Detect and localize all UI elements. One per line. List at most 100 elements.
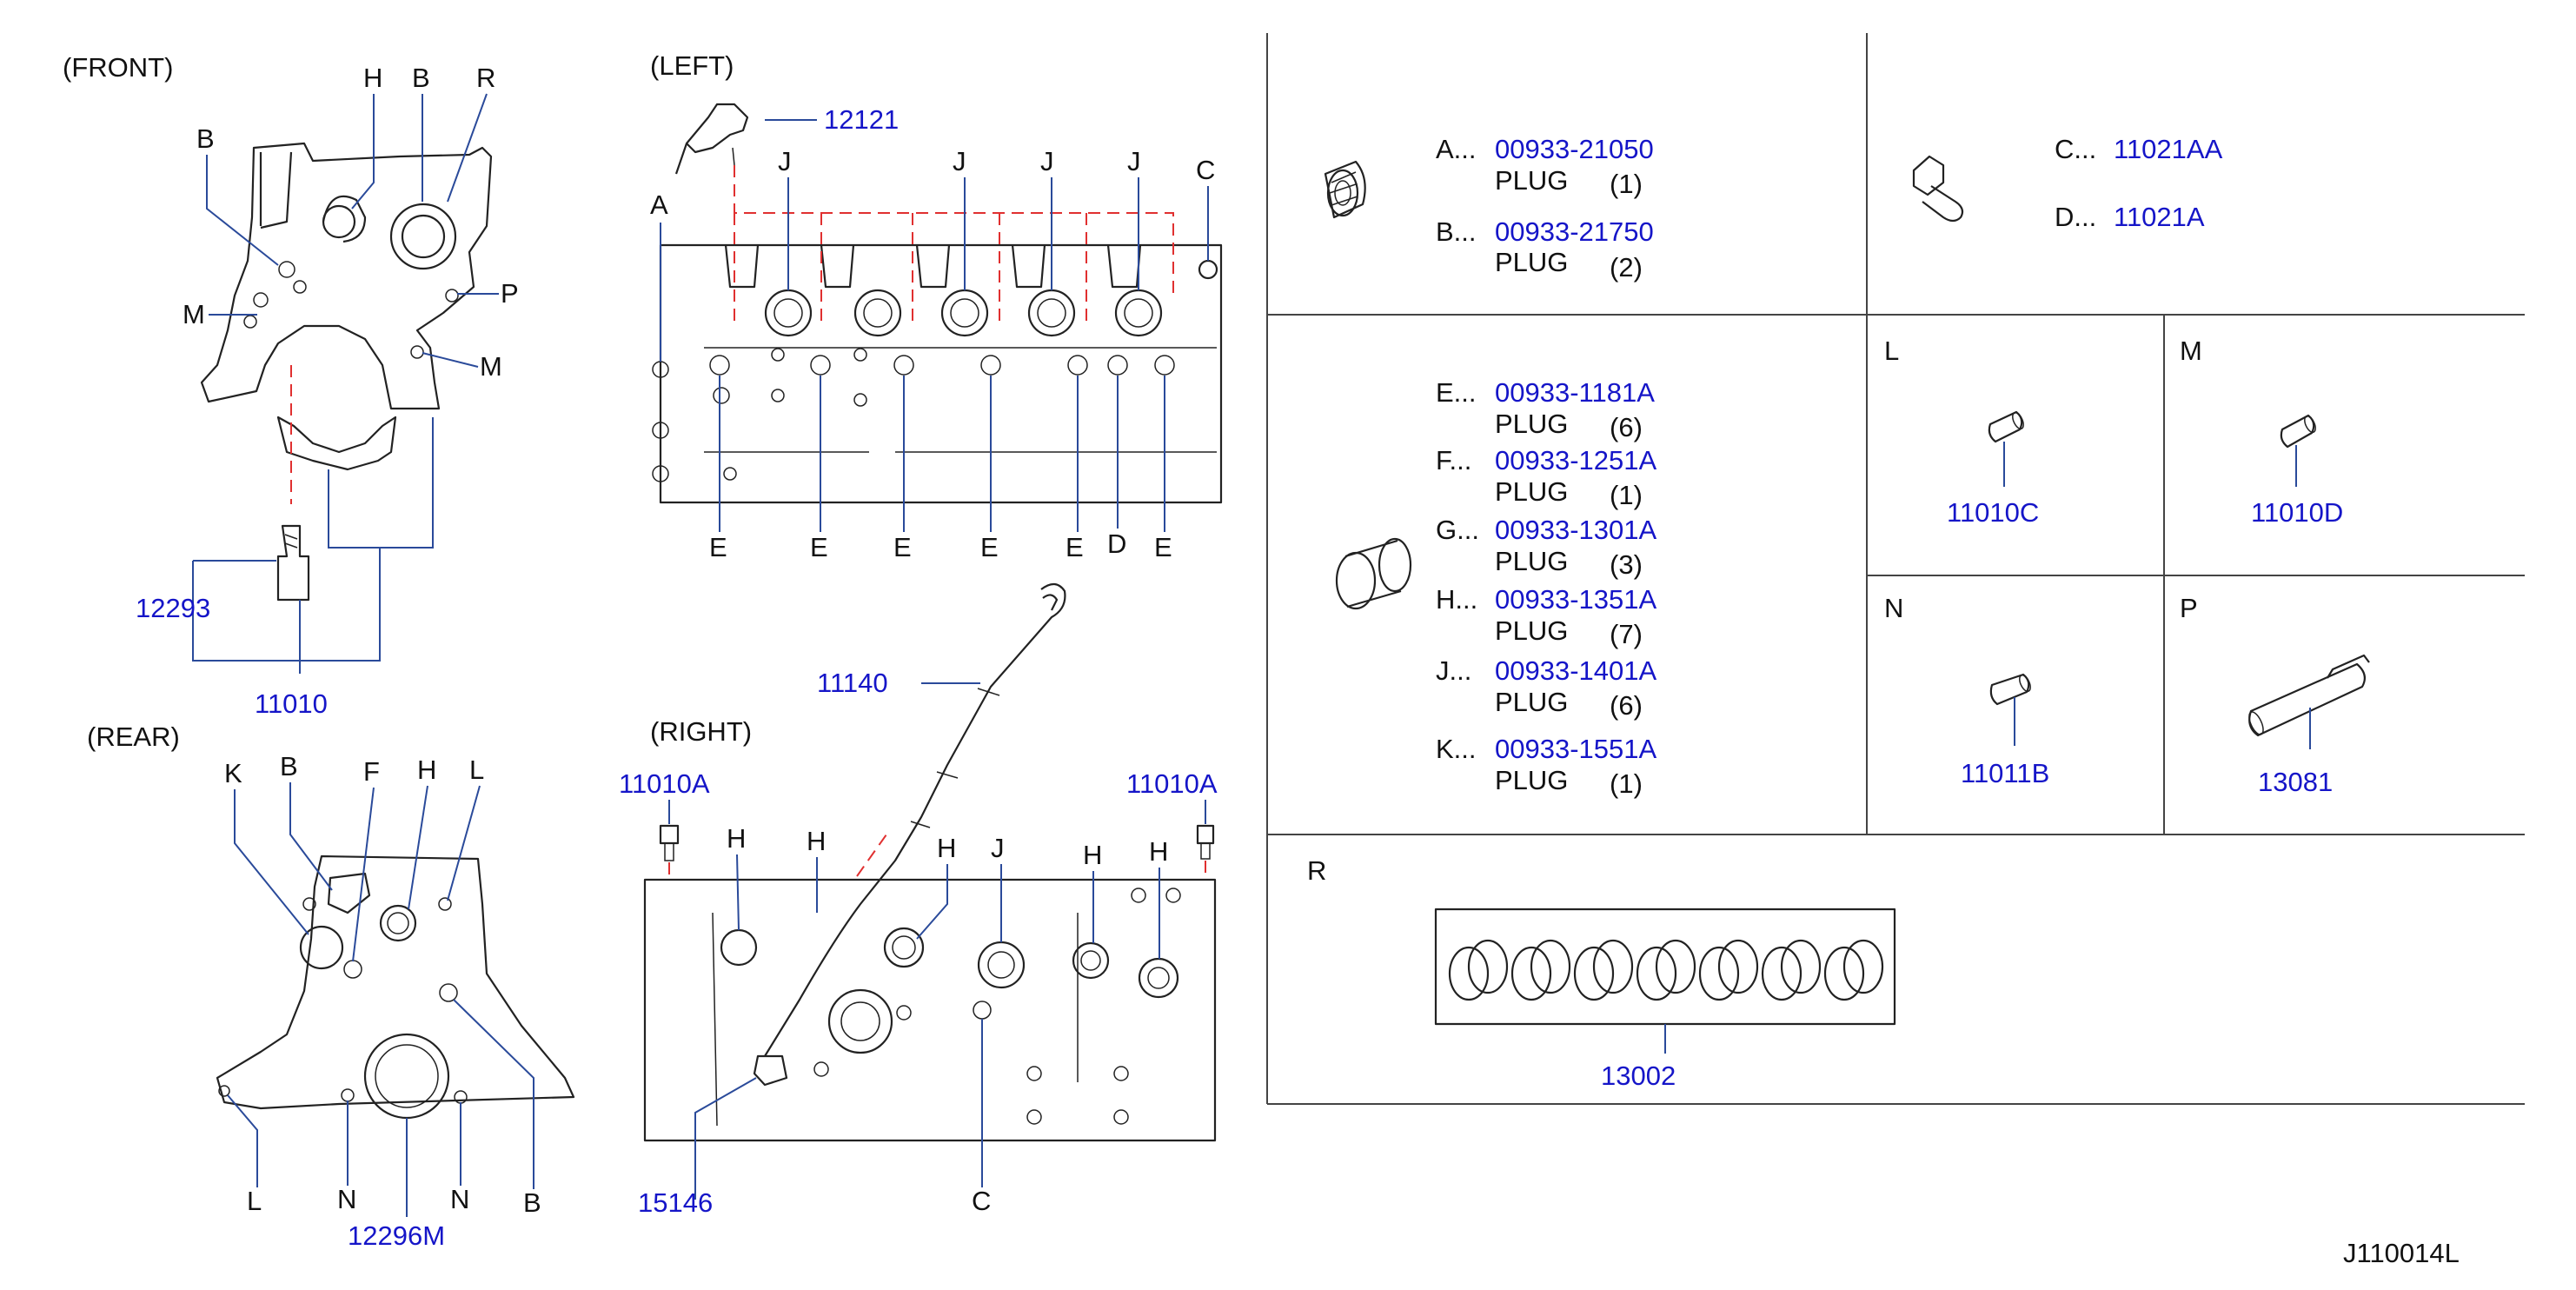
rear-callout-l: L <box>469 755 484 785</box>
part-15146-label[interactable]: 15146 <box>638 1187 713 1218</box>
front-callout-b-top: B <box>412 63 430 93</box>
left-callout-e3: E <box>893 532 912 562</box>
row-b-qty: (2) <box>1610 252 1643 283</box>
cell-p-part-number[interactable]: 13081 <box>2258 767 2333 797</box>
plug-cd-icon <box>1912 155 1964 223</box>
part-12121-label[interactable]: 12121 <box>824 104 899 135</box>
part-12293-label[interactable]: 12293 <box>136 593 210 623</box>
right-callout-h3: H <box>937 833 956 863</box>
row-b-part-number[interactable]: 00933-21750 <box>1495 216 1654 247</box>
row-d-code: D... <box>2055 202 2096 232</box>
rear-callout-k: K <box>224 758 242 788</box>
sleeve-pin-p-icon <box>2248 654 2370 749</box>
row-g-desc: PLUG <box>1495 546 1568 576</box>
row-e-qty: (6) <box>1610 412 1643 442</box>
row-j-qty: (6) <box>1610 690 1643 721</box>
right-callout-h1: H <box>727 823 746 854</box>
rear-callout-l-bottom: L <box>247 1186 262 1216</box>
row-f-desc: PLUG <box>1495 476 1568 507</box>
rear-callout-f: F <box>363 756 380 787</box>
front-callout-h: H <box>363 63 382 93</box>
cell-l-letter: L <box>1884 336 1899 366</box>
row-f-part-number[interactable]: 00933-1251A <box>1495 445 1656 475</box>
left-callout-e5: E <box>1066 532 1084 562</box>
left-callout-c: C <box>1196 155 1215 185</box>
cell-l-part-number[interactable]: 11010C <box>1947 497 2039 528</box>
part-11140-label[interactable]: 11140 <box>817 668 888 698</box>
row-a-part-number[interactable]: 00933-21050 <box>1495 134 1654 164</box>
row-d-part-number[interactable]: 11021A <box>2114 202 2205 232</box>
cell-m-part-number[interactable]: 11010D <box>2251 497 2343 528</box>
left-callout-e1: E <box>709 532 727 562</box>
dowel-pin-m-icon <box>2280 414 2316 487</box>
row-e-part-number[interactable]: 00933-1181A <box>1495 377 1655 408</box>
left-callout-d: D <box>1107 529 1126 559</box>
row-c-part-number[interactable]: 11021AA <box>2114 134 2223 164</box>
rear-view-title: (REAR) <box>87 721 180 752</box>
left-callout-e2: E <box>810 532 828 562</box>
left-view-title: (LEFT) <box>650 50 734 81</box>
front-callout-r: R <box>476 63 495 93</box>
row-j-desc: PLUG <box>1495 687 1568 717</box>
cell-m-letter: M <box>2180 336 2202 366</box>
row-e-desc: PLUG <box>1495 409 1568 439</box>
rear-callout-b-bottom: B <box>523 1187 541 1218</box>
rear-callout-n-left: N <box>337 1184 356 1214</box>
rear-callout-n-right: N <box>450 1184 469 1214</box>
part-11010a-left-label[interactable]: 11010A <box>619 768 710 799</box>
row-j-part-number[interactable]: 00933-1401A <box>1495 655 1656 686</box>
dowel-pin-l-icon <box>1988 410 2024 487</box>
row-k-desc: PLUG <box>1495 765 1568 795</box>
plug-ek-icon <box>1335 537 1412 610</box>
row-h-part-number[interactable]: 00933-1351A <box>1495 584 1656 615</box>
row-f-qty: (1) <box>1610 480 1643 510</box>
row-c-code: C... <box>2055 134 2096 164</box>
row-h-code: H... <box>1436 584 1477 615</box>
left-callout-j2: J <box>953 146 966 176</box>
left-callout-e6: E <box>1154 532 1172 562</box>
front-view-title: (FRONT) <box>63 52 173 83</box>
left-callout-e4: E <box>980 532 999 562</box>
row-h-qty: (7) <box>1610 619 1643 649</box>
front-callout-m-right: M <box>480 351 502 382</box>
row-g-qty: (3) <box>1610 549 1643 580</box>
cell-n-letter: N <box>1884 593 1903 623</box>
plug-ab-icon <box>1324 160 1366 219</box>
row-k-qty: (1) <box>1610 768 1643 799</box>
left-callouts: J J J J C A E E E E E D E <box>650 119 1215 562</box>
row-b-code: B... <box>1436 216 1477 247</box>
row-a-qty: (1) <box>1610 169 1643 199</box>
left-callout-j4: J <box>1127 146 1141 176</box>
row-j-code: J... <box>1436 655 1471 686</box>
cell-r-letter: R <box>1307 855 1326 886</box>
row-k-code: K... <box>1436 734 1477 764</box>
rear-cover-illustration <box>216 854 575 1120</box>
right-callouts: H H H J H H C <box>668 682 1206 1216</box>
row-g-part-number[interactable]: 00933-1301A <box>1495 515 1656 545</box>
left-callout-a: A <box>650 190 668 220</box>
rear-callouts: K B F H L L N N B <box>224 751 541 1218</box>
row-f-code: F... <box>1436 445 1471 475</box>
row-k-part-number[interactable]: 00933-1551A <box>1495 734 1656 764</box>
right-block-illustration <box>643 582 1217 1142</box>
right-callout-c: C <box>972 1186 991 1216</box>
part-11010a-right-label[interactable]: 11010A <box>1126 768 1218 799</box>
part-11010-label[interactable]: 11010 <box>255 688 328 719</box>
part-12296m-label[interactable]: 12296M <box>348 1220 445 1251</box>
front-cover-illustration <box>200 142 493 602</box>
cell-n-part-number[interactable]: 11011B <box>1961 758 2049 788</box>
front-callout-p: P <box>501 278 519 309</box>
right-callout-h5: H <box>1149 836 1168 867</box>
right-view-title: (RIGHT) <box>650 716 752 747</box>
front-callout-m-left: M <box>183 299 205 329</box>
right-callout-h2: H <box>807 826 826 856</box>
cell-r-part-number[interactable]: 13002 <box>1601 1061 1676 1091</box>
left-callout-j3: J <box>1040 146 1054 176</box>
rear-callout-b: B <box>280 751 298 781</box>
row-a-code: A... <box>1436 134 1477 164</box>
row-g-code: G... <box>1436 515 1479 545</box>
right-callout-h4: H <box>1083 840 1102 870</box>
left-callout-j1: J <box>778 146 792 176</box>
parts-table-grid <box>1266 33 2525 1105</box>
rear-callout-h: H <box>417 755 436 785</box>
